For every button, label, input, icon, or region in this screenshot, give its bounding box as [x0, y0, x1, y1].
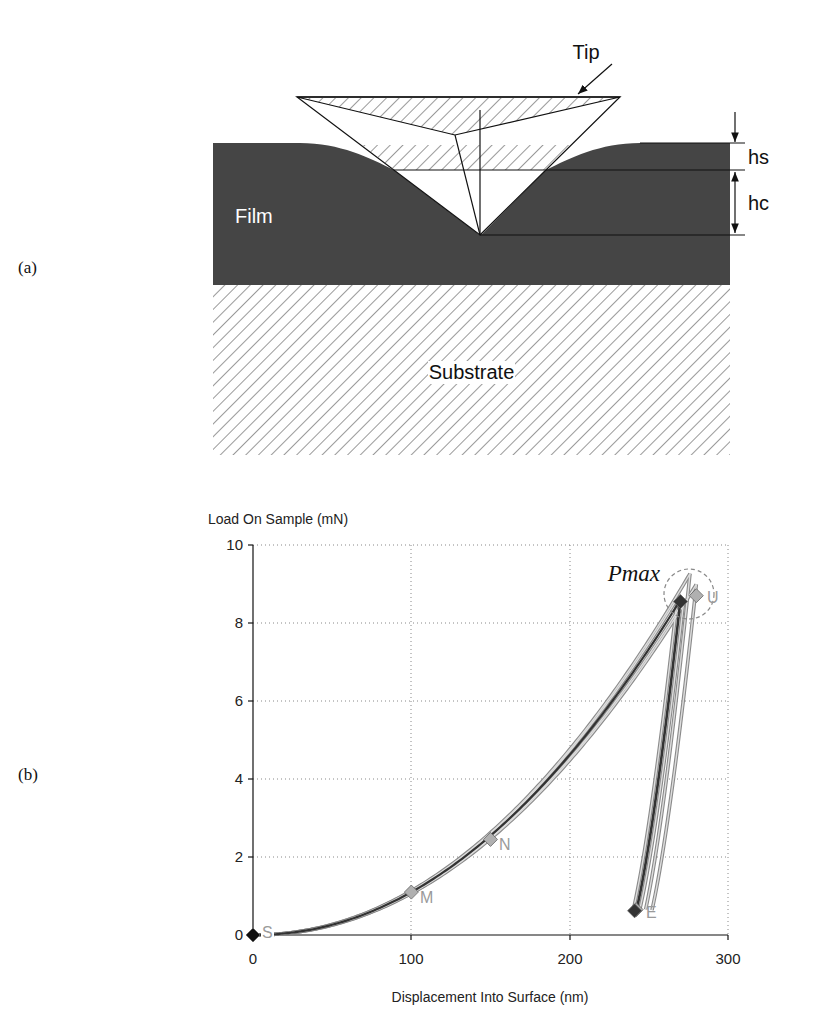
- marker-label: E: [646, 904, 657, 922]
- load-curve: [253, 601, 684, 935]
- axis-title: Load On Sample (mN): [208, 512, 348, 527]
- substrate-layer: Substrate: [213, 285, 730, 455]
- data-marker: [484, 832, 498, 846]
- tip-edge: [455, 135, 480, 235]
- pmax-circle: [664, 569, 714, 619]
- drawing-part: [410, 935, 411, 940]
- load-curve: [253, 600, 681, 935]
- drawing-part: [248, 544, 253, 545]
- drawing-part: [248, 778, 253, 779]
- load-curve: [253, 574, 690, 935]
- film-layer: Film: [213, 143, 730, 285]
- drawing-part: [253, 623, 728, 624]
- dimension-line: [480, 234, 745, 235]
- tick-label: 0: [249, 951, 257, 968]
- tick-label: 6: [235, 693, 243, 710]
- data-marker: [628, 904, 642, 918]
- dimension-line: [640, 143, 745, 144]
- drawing-part: [248, 700, 253, 701]
- unload-curve: [636, 600, 680, 911]
- dimension-arrow: [734, 112, 735, 142]
- drawing-part: [248, 856, 253, 857]
- annotation: Pmax: [608, 561, 660, 586]
- axis-title: Displacement Into Surface (nm): [392, 990, 589, 1005]
- tick-label: 10: [226, 537, 243, 554]
- load-curves: [253, 574, 696, 935]
- tick-label: 200: [557, 951, 582, 968]
- drawing-part: [728, 545, 729, 935]
- panel-label: (b): [18, 766, 38, 785]
- marker-label: S: [261, 924, 274, 942]
- panel-label: (a): [18, 259, 37, 278]
- tick-label: 300: [715, 951, 740, 968]
- tip-hatch-band: [361, 145, 571, 170]
- load-curve: [253, 574, 690, 935]
- data-marker: [689, 589, 703, 603]
- drawing-part: [253, 934, 728, 935]
- drawing-part: [569, 935, 570, 940]
- marker-label: U: [707, 589, 719, 607]
- load-curve: [253, 584, 696, 935]
- tip-axis: [479, 110, 480, 235]
- load-curve: [253, 584, 696, 935]
- data-marker: [404, 885, 418, 899]
- tick-label: 8: [235, 615, 243, 632]
- marker-label: M: [420, 889, 433, 907]
- dimension-line: [394, 169, 745, 170]
- drawing-part: [411, 545, 412, 935]
- unload-curve: [646, 574, 690, 910]
- tick-label: 2: [235, 849, 243, 866]
- dimension-label: hs: [748, 146, 769, 168]
- substrate-hatch: [213, 285, 730, 455]
- drawing-part: [727, 935, 728, 940]
- drawing-part: [253, 701, 728, 702]
- data-marker: [674, 595, 688, 609]
- axes: [248, 545, 728, 940]
- substrate-band: [213, 285, 730, 455]
- marker-label: N: [499, 836, 511, 854]
- unload-curve: [646, 574, 690, 910]
- markers: [246, 589, 703, 942]
- indenter-tip: [297, 97, 620, 235]
- load-curve: [253, 598, 677, 935]
- drawing-part: [252, 545, 253, 935]
- tick-label: 4: [235, 771, 243, 788]
- drawing-part: [570, 545, 571, 935]
- part-label: Tip: [572, 41, 599, 63]
- load-curve: [253, 598, 677, 935]
- drawing-part: [248, 622, 253, 623]
- data-marker: [246, 928, 260, 942]
- leader-line: [578, 64, 612, 94]
- dimension-arrow: [734, 172, 735, 233]
- tip-top-face: [297, 97, 620, 135]
- tick-label: 100: [398, 951, 423, 968]
- tick-label: 0: [235, 927, 243, 944]
- load-curve: [253, 601, 684, 935]
- dimension-label: hc: [748, 192, 769, 214]
- layer-label: Film: [235, 205, 273, 228]
- layer-label: Substrate: [428, 361, 516, 384]
- grid: [253, 545, 728, 935]
- drawing-part: [253, 545, 728, 546]
